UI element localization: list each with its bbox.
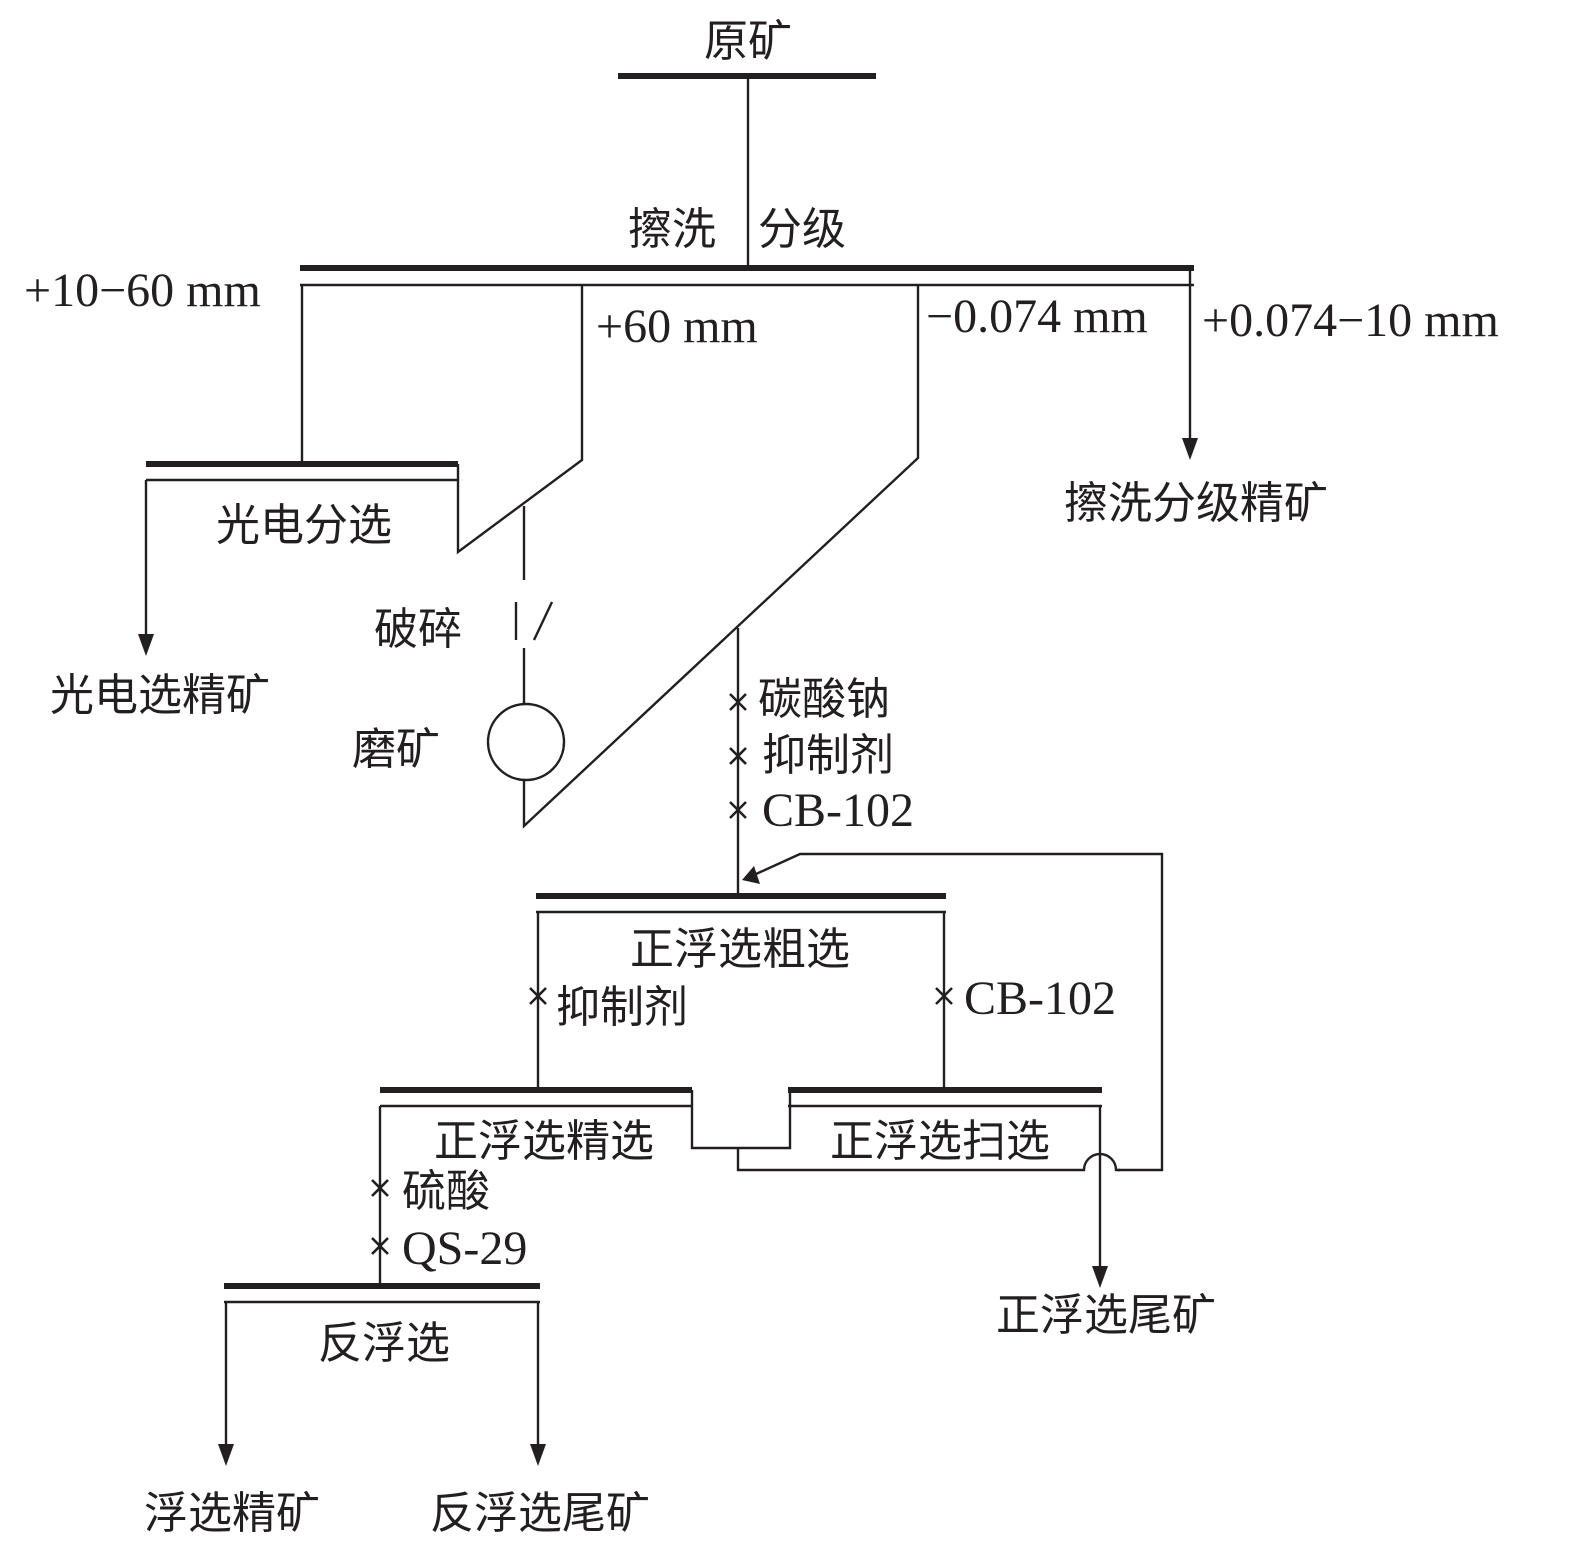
reverse-tailings-label: 反浮选尾矿	[430, 1488, 650, 1539]
direct-rougher-unit	[536, 893, 946, 1088]
fraction-coarse-mid-label: +10−60 mm	[24, 264, 261, 317]
reagent-cb102: CB-102	[762, 784, 914, 837]
photoelectric-sorting-label: 光电分选	[216, 500, 392, 551]
reagent-sulfuric-acid: 硫酸	[402, 1166, 490, 1217]
flotation-concentrate-label: 浮选精矿	[144, 1488, 320, 1539]
photoelectric-sorting-unit	[138, 285, 584, 656]
rougher-cb102-label: CB-102	[964, 972, 1116, 1025]
scrub-concentrate-label: 擦洗分级精矿	[1064, 478, 1328, 529]
crushing-label: 破碎	[374, 604, 462, 655]
reverse-flotation-label: 反浮选	[318, 1318, 450, 1369]
raw-ore-label: 原矿	[704, 16, 792, 67]
raw-ore-node	[618, 73, 876, 268]
scrubbing-label: 擦洗	[628, 204, 716, 255]
direct-cleaner-unit	[378, 1087, 692, 1286]
fraction-fine-label: −0.074 mm	[926, 290, 1148, 343]
flow-cleaner-scavenger-links	[690, 1090, 1120, 1172]
reagent-qs29: QS-29	[402, 1222, 527, 1275]
crushing-grinding-circuit	[486, 285, 920, 829]
direct-cleaner-label: 正浮选精选	[434, 1116, 654, 1167]
reagent-depressant: 抑制剂	[762, 730, 894, 781]
direct-scavenger-unit	[788, 1087, 1108, 1288]
rougher-depressant-label: 抑制剂	[556, 982, 688, 1033]
classification-label: 分级	[758, 204, 846, 255]
direct-scavenger-label: 正浮选扫选	[830, 1116, 1050, 1167]
direct-rougher-label: 正浮选粗选	[630, 924, 850, 975]
direct-tailings-label: 正浮选尾矿	[996, 1290, 1216, 1341]
grinding-label: 磨矿	[352, 724, 440, 775]
grinding-mill-icon	[486, 702, 566, 782]
flow-scavenger-recycle	[742, 852, 1164, 1172]
fraction-mid-label: +0.074−10 mm	[1202, 294, 1499, 347]
reverse-flotation-unit	[218, 1283, 546, 1466]
scrubbing-classification-unit	[300, 265, 1194, 287]
flow-scrub-concentrate	[1182, 268, 1198, 460]
reagent-sodium-carbonate: 碳酸钠	[758, 674, 890, 725]
fraction-coarse-label: +60 mm	[596, 300, 758, 353]
photoelectric-concentrate-label: 光电选精矿	[50, 670, 270, 721]
